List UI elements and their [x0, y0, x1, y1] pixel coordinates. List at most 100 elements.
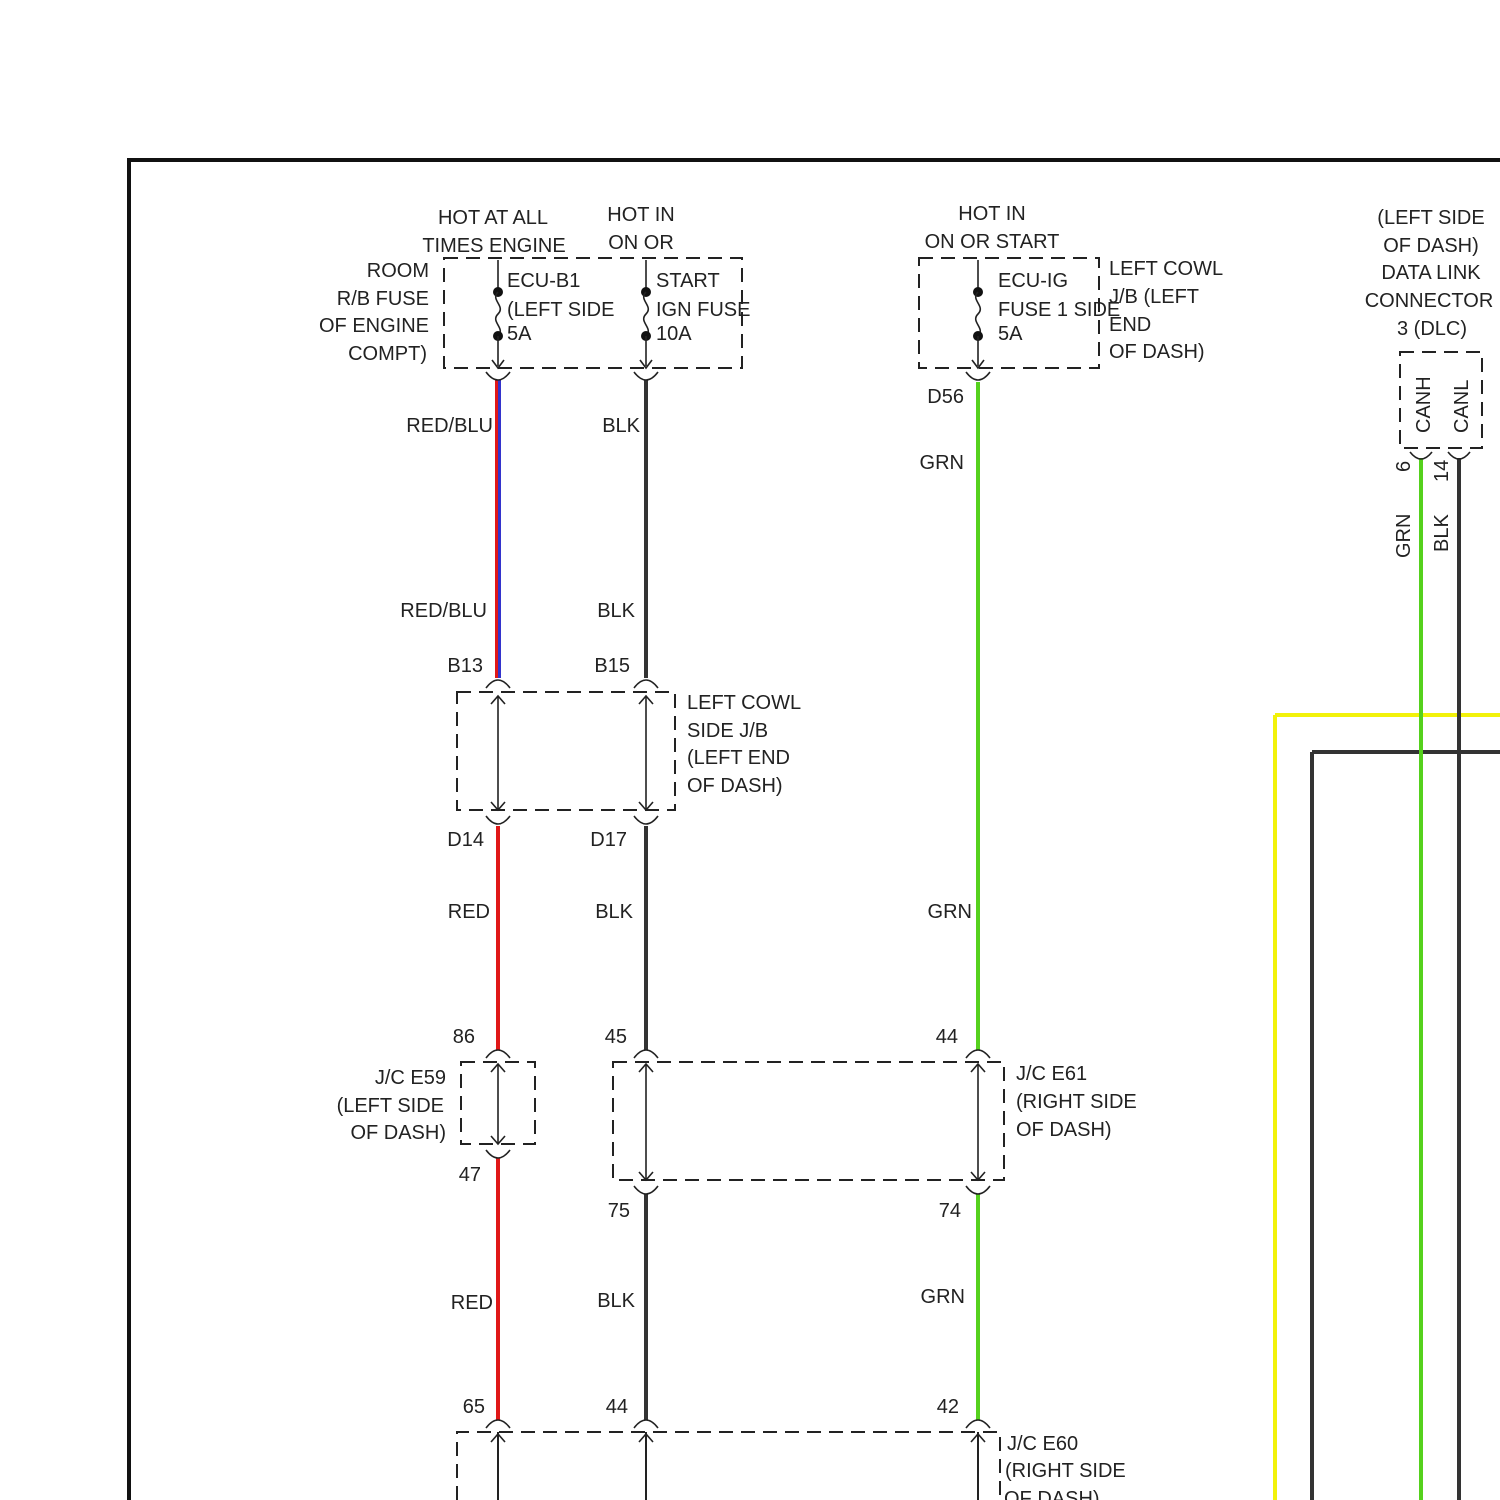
junction-label: J/C E60 — [1007, 1433, 1078, 1455]
fuse-rating: 10A — [656, 323, 692, 345]
terminal-cup — [966, 1420, 990, 1428]
junction-label: (LEFT END — [687, 747, 790, 769]
junction-box-e60 — [457, 1432, 1000, 1500]
dlc-label: DATA LINK — [1381, 262, 1481, 284]
dlc-label: OF DASH) — [1383, 235, 1479, 257]
pin-number: D56 — [927, 386, 964, 408]
hot-label: ON OR — [608, 232, 674, 254]
junction-label: (RIGHT SIDE — [1005, 1460, 1126, 1482]
fuse-name: ECU-IG — [998, 270, 1068, 292]
junction-label: J/C E59 — [375, 1067, 446, 1089]
fuse-name: (LEFT SIDE — [507, 299, 614, 321]
wire-color-label: BLK — [1431, 514, 1453, 552]
jc-e61-link — [639, 1064, 985, 1180]
dlc-pin-name: CANH — [1413, 376, 1435, 433]
wire-color-label: BLK — [597, 1290, 635, 1312]
pin-number: 45 — [605, 1026, 627, 1048]
wire-color-label: BLK — [595, 901, 633, 923]
pin-number: B15 — [594, 655, 630, 677]
dlc-pin-name: CANL — [1451, 380, 1473, 433]
fuse-location-label: OF DASH) — [1109, 341, 1205, 363]
terminal-cup — [966, 372, 990, 380]
hot-label: TIMES ENGINE — [422, 235, 565, 257]
dlc-label: (LEFT SIDE — [1377, 207, 1484, 229]
diagram-frame — [129, 160, 1500, 1500]
terminal-cup — [634, 372, 658, 380]
terminal-cup — [966, 1186, 990, 1194]
hot-label: HOT AT ALL — [438, 207, 548, 229]
terminal-cup — [634, 1050, 658, 1058]
fuse-location-label: ROOM — [367, 260, 429, 282]
dlc-pin-number: 6 — [1393, 461, 1415, 472]
junction-label: J/C E61 — [1016, 1063, 1087, 1085]
terminal-cup — [634, 680, 658, 688]
junction-label: OF DASH) — [350, 1122, 446, 1144]
fuse-location-label: END — [1109, 314, 1151, 336]
fuse-location-label: COMPT) — [348, 343, 427, 365]
pin-number: 44 — [606, 1396, 628, 1418]
hot-label: HOT IN — [958, 203, 1025, 225]
wire-color-label: GRN — [1393, 514, 1415, 558]
fuse-name: START — [656, 270, 720, 292]
pin-number: 47 — [459, 1164, 481, 1186]
hot-label: HOT IN — [607, 204, 674, 226]
terminal-cup — [634, 1186, 658, 1194]
fuse-ecu-b1-symbol — [492, 260, 504, 368]
fuse-location-label: J/B (LEFT — [1109, 286, 1199, 308]
fuse-location-label: LEFT COWL — [1109, 258, 1223, 280]
wire-color-label: RED/BLU — [400, 600, 487, 622]
fuse-ecu-ig-symbol — [972, 260, 984, 368]
junction-label: (RIGHT SIDE — [1016, 1091, 1137, 1113]
wire-color-label: RED — [448, 901, 490, 923]
pin-number: 74 — [939, 1200, 961, 1222]
pin-number: B13 — [447, 655, 483, 677]
wire-color-label: RED — [451, 1292, 493, 1314]
wire-color-label: BLK — [597, 600, 635, 622]
terminal-cup — [486, 1050, 510, 1058]
terminal-cup — [486, 680, 510, 688]
pin-number: 75 — [608, 1200, 630, 1222]
terminal-cup — [966, 1050, 990, 1058]
jc-e59-link — [491, 1064, 505, 1144]
jc-e60-link — [491, 1434, 985, 1442]
dlc-label: CONNECTOR — [1365, 290, 1494, 312]
terminal-cup — [634, 816, 658, 824]
terminal-cup — [486, 1150, 510, 1158]
wire-color-label: GRN — [928, 901, 972, 923]
fuse-rating: 5A — [507, 323, 532, 345]
dlc-pin-number: 14 — [1431, 460, 1453, 482]
junction-label: LEFT COWL — [687, 692, 801, 714]
terminal-cup — [486, 816, 510, 824]
wire-red-blu — [497, 380, 500, 678]
pin-number: 42 — [937, 1396, 959, 1418]
pin-number: D14 — [447, 829, 484, 851]
wire-color-label: RED/BLU — [406, 415, 493, 437]
junction-label: OF DASH) — [1016, 1119, 1112, 1141]
fuse-name: IGN FUSE — [656, 299, 750, 321]
junction-label: SIDE J/B — [687, 720, 768, 742]
fuse-rating: 5A — [998, 323, 1023, 345]
jb-link — [491, 696, 653, 810]
junction-label: (LEFT SIDE — [337, 1095, 444, 1117]
terminal-cup — [634, 1420, 658, 1428]
fuse-location-label: R/B FUSE — [337, 288, 429, 310]
hot-label: ON OR START — [925, 231, 1060, 253]
dlc-label: 3 (DLC) — [1397, 318, 1467, 340]
pin-number: 86 — [453, 1026, 475, 1048]
pin-number: 44 — [936, 1026, 958, 1048]
junction-box-cowl — [457, 692, 675, 810]
fuse-name: ECU-B1 — [507, 270, 580, 292]
fuse-name: FUSE 1 SIDE — [998, 299, 1120, 321]
wire-color-label: GRN — [921, 1286, 965, 1308]
wire-color-label: GRN — [920, 452, 964, 474]
junction-label: OF DASH) — [1004, 1488, 1100, 1500]
fuse-start-ign-symbol — [640, 260, 652, 368]
pin-number: D17 — [590, 829, 627, 851]
junction-box-e61 — [613, 1062, 1004, 1180]
terminal-cup — [486, 1420, 510, 1428]
wire-color-label: BLK — [602, 415, 640, 437]
fuse-location-label: OF ENGINE — [319, 315, 429, 337]
terminal-cup — [1410, 452, 1432, 459]
pin-number: 65 — [463, 1396, 485, 1418]
